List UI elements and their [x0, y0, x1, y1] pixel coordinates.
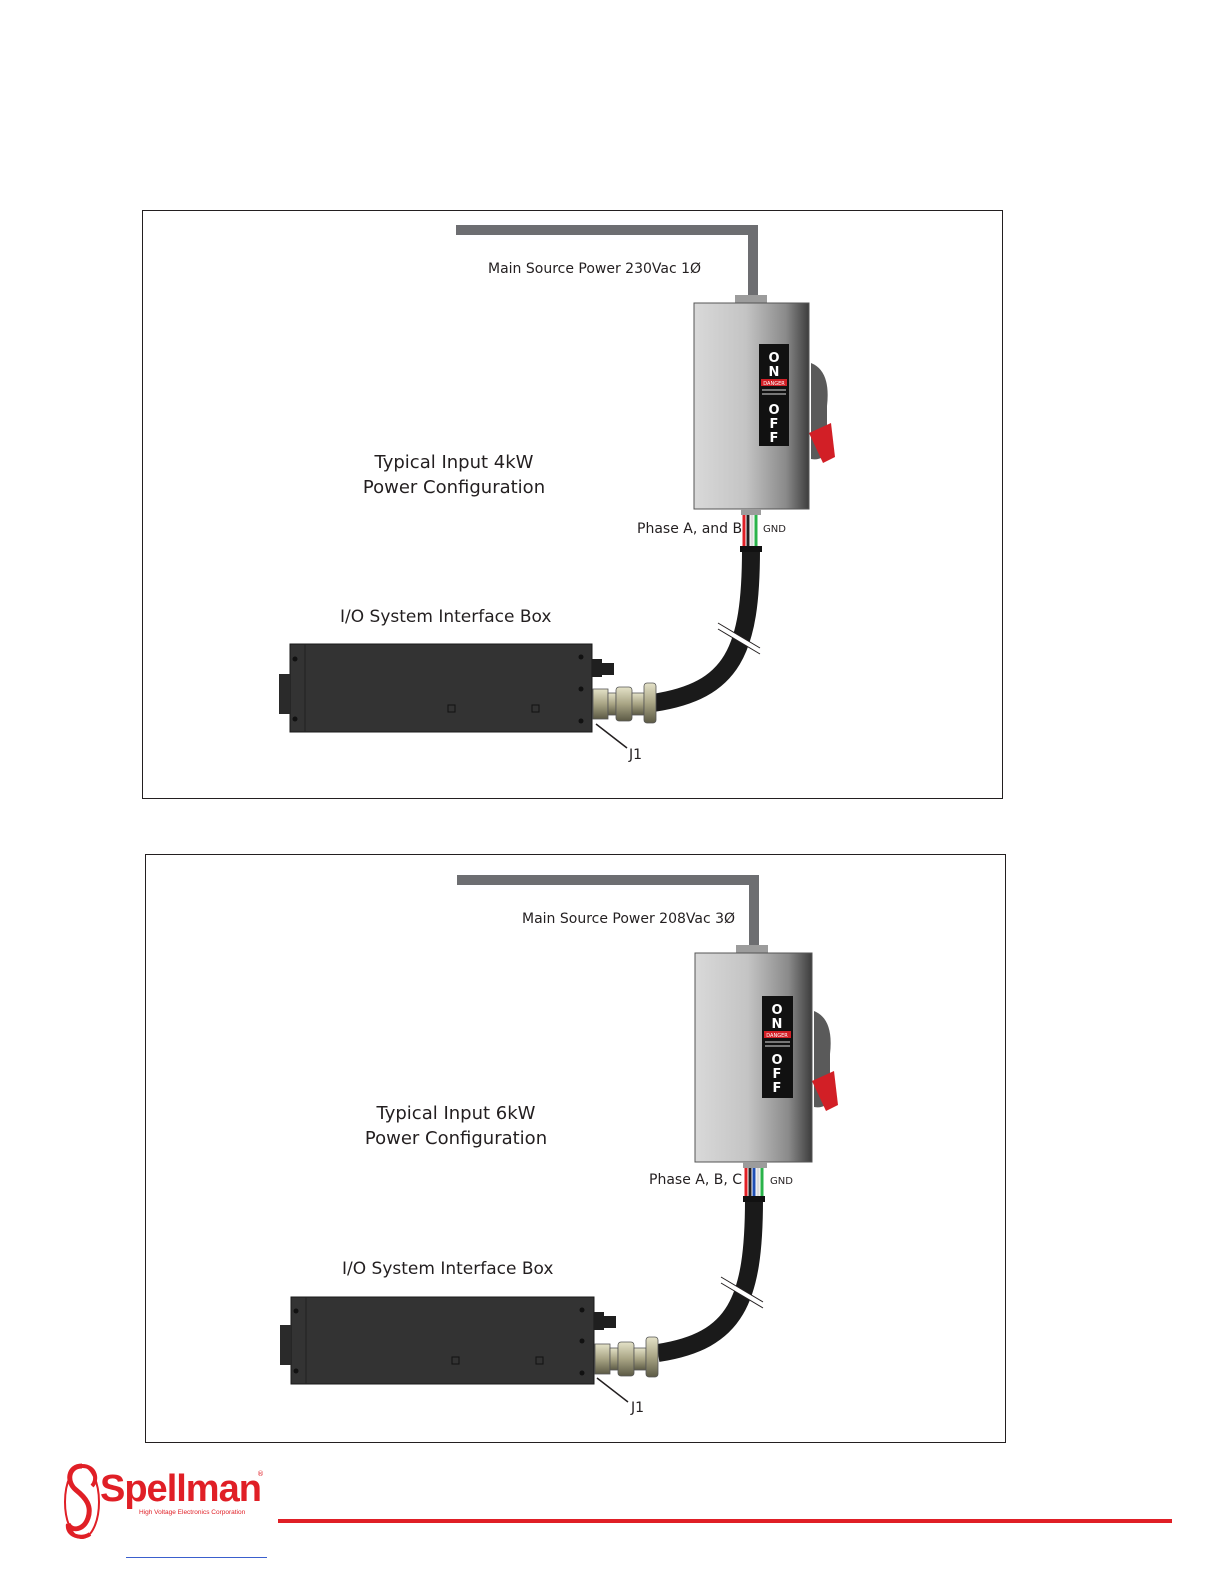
gnd-label: GND — [770, 1176, 793, 1187]
svg-text:F: F — [770, 417, 779, 432]
supply-conduit — [457, 875, 759, 946]
svg-text:F: F — [773, 1067, 782, 1082]
power-wires — [741, 509, 761, 548]
diagram-6kw-configuration: O N DANGER O F F — [145, 854, 1006, 1443]
footer-red-rule — [278, 1519, 1172, 1523]
cable-break-mark — [719, 1277, 765, 1308]
diagram-6kw-drawing: O N DANGER O F F — [280, 875, 838, 1403]
danger-sticker — [761, 379, 787, 386]
io-box-label: I/O System Interface Box — [342, 1259, 554, 1279]
j1-leader-line — [595, 723, 628, 749]
svg-text:O: O — [771, 1053, 782, 1068]
logo-tagline: High Voltage Electronics Corporation — [139, 1509, 246, 1516]
svg-text:F: F — [770, 431, 779, 446]
phase-label: Phase A, B, C — [649, 1172, 743, 1188]
switch-handle-lever — [809, 423, 835, 463]
disconnect-switch-box: O N DANGER O F F — [693, 302, 835, 510]
j1-connector — [592, 682, 657, 724]
power-wires — [743, 1162, 767, 1198]
diagram-title-line1: Typical Input 4kW — [374, 452, 534, 473]
svg-text:O: O — [768, 403, 779, 418]
diagram-title-line2: Power Configuration — [362, 477, 546, 498]
gnd-label: GND — [763, 524, 786, 535]
spellman-s-mark-icon — [64, 1463, 100, 1539]
danger-sticker — [764, 1031, 791, 1038]
cable-break-mark — [716, 623, 762, 654]
diagram-title: Typical Input 4kW Power Configuration — [356, 450, 552, 500]
svg-text:F: F — [773, 1081, 782, 1096]
j1-leader-line — [596, 1377, 629, 1403]
diagram-4kw-drawing: O N DANGER O F F — [279, 225, 835, 749]
spellman-logo: Spellman ® High Voltage Electronics Corp… — [62, 1462, 267, 1542]
phase-label: Phase A, and B — [637, 521, 743, 537]
svg-text:N: N — [772, 1017, 783, 1032]
svg-text:O: O — [771, 1003, 782, 1018]
danger-text: DANGER — [763, 381, 785, 387]
diagram-4kw-configuration: O N DANGER O F F — [142, 210, 1003, 799]
diagram-title-line1: Typical Input 6kW — [376, 1103, 536, 1124]
diagram-title: Typical Input 6kW Power Configuration — [358, 1101, 554, 1151]
footer-link-underline — [126, 1557, 267, 1558]
switch-handle-lever — [812, 1071, 838, 1111]
io-box-label: I/O System Interface Box — [340, 607, 552, 627]
disconnect-switch-box: O N DANGER O F F — [694, 952, 838, 1163]
diagram-title-line2: Power Configuration — [364, 1128, 548, 1149]
danger-text: DANGER — [766, 1033, 788, 1039]
j1-connector — [594, 1336, 659, 1378]
logo-registered-mark: ® — [257, 1470, 264, 1478]
conduit-fitting — [735, 295, 767, 303]
j1-label: J1 — [631, 1400, 645, 1416]
supply-conduit — [456, 225, 758, 296]
flexible-cable — [656, 1198, 763, 1362]
io-system-interface-box — [279, 643, 614, 733]
main-source-power-label: Main Source Power 230Vac 1Ø — [488, 261, 702, 277]
conduit-fitting — [736, 945, 768, 953]
switch-on-text-o: O — [768, 351, 779, 366]
switch-on-text-n: N — [769, 365, 780, 380]
main-source-power-label: Main Source Power 208Vac 3Ø — [522, 911, 736, 927]
flexible-cable — [651, 548, 760, 712]
io-system-interface-box — [280, 1296, 616, 1385]
logo-wordmark: Spellman — [100, 1468, 262, 1510]
j1-label: J1 — [629, 747, 643, 763]
